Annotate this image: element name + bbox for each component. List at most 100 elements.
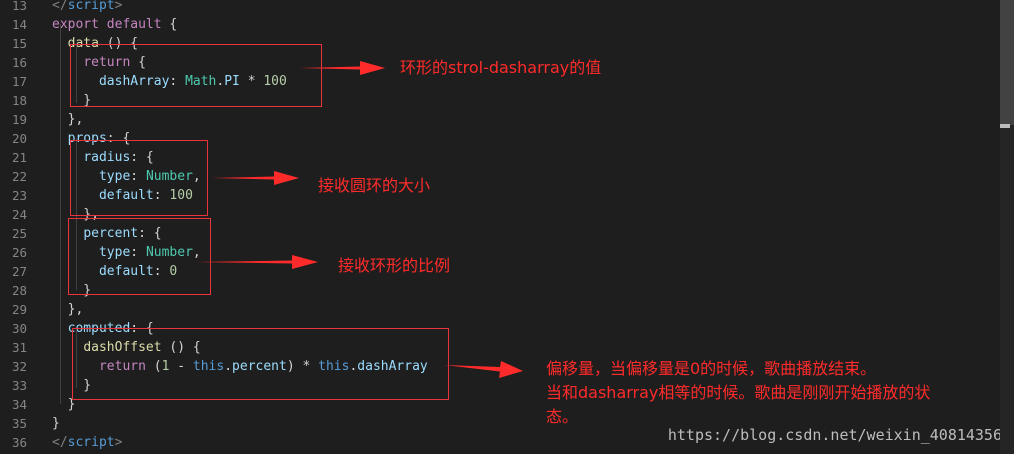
code-line[interactable]: 19 },	[0, 110, 1000, 129]
code-token: -	[169, 359, 193, 374]
code-token: (	[145, 359, 162, 374]
code-line[interactable]: 25 percent: {	[0, 224, 1000, 243]
line-number: 17	[11, 74, 27, 89]
indent-guide	[60, 24, 61, 404]
arrow-icon	[300, 61, 385, 75]
code-line[interactable]: 20 props: {	[0, 129, 1000, 148]
code-token: script	[67, 0, 115, 13]
code-token: >	[114, 0, 123, 13]
code-line[interactable]: 34 }	[0, 395, 1000, 414]
code-text: percent: {	[52, 224, 161, 243]
code-text: }	[52, 376, 91, 395]
code-text: default: 0	[52, 262, 177, 281]
code-token: Math	[185, 74, 217, 89]
code-token: }	[52, 416, 60, 431]
code-token: },	[52, 302, 84, 317]
code-text: type: Number,	[52, 243, 201, 262]
code-token: props	[67, 131, 107, 146]
code-token: {	[130, 55, 146, 70]
code-token: .	[224, 359, 233, 374]
code-token: {	[161, 17, 178, 32]
code-text: }	[52, 281, 91, 300]
code-token: type	[98, 169, 131, 184]
code-line[interactable]: 32 return (1 - this.percent) * this.dash…	[0, 357, 1000, 376]
line-number: 31	[11, 340, 27, 355]
code-token: default	[98, 264, 154, 279]
line-number: 16	[11, 55, 27, 70]
line-number: 22	[11, 169, 27, 184]
arrow-icon	[195, 255, 318, 269]
code-token: :	[153, 188, 170, 203]
code-token: .	[216, 74, 225, 89]
code-line[interactable]: 29 },	[0, 300, 1000, 319]
code-token: script	[67, 435, 115, 450]
code-token: data	[67, 36, 99, 51]
code-token: : {	[130, 150, 154, 165]
line-number: 20	[11, 131, 27, 146]
code-token	[99, 17, 107, 32]
code-line[interactable]: 15 data () {	[0, 34, 1000, 53]
line-number: 24	[11, 207, 27, 222]
annotation-dasharray: 环形的strol-dasharray的值	[400, 58, 602, 77]
line-number: 13	[11, 0, 27, 13]
code-line[interactable]: 13 </script>	[0, 0, 1000, 15]
line-number: 25	[11, 226, 27, 241]
line-number: 15	[11, 36, 27, 51]
code-token: return	[98, 359, 146, 374]
code-line[interactable]: 16 return {	[0, 53, 1000, 72]
code-token: dashArray	[98, 74, 170, 89]
code-text: },	[52, 300, 84, 319]
code-text: </script>	[52, 433, 122, 452]
code-token: ) *	[286, 359, 319, 374]
code-line[interactable]: 23 default: 100	[0, 186, 1000, 205]
code-token: 100	[169, 188, 193, 203]
code-token: dashArray	[357, 359, 428, 374]
code-token: return	[83, 55, 131, 70]
code-token: percent	[232, 359, 287, 374]
code-text: default: 100	[52, 186, 193, 205]
code-token: .	[349, 359, 358, 374]
code-line[interactable]: 28 }	[0, 281, 1000, 300]
code-token: export	[52, 17, 99, 32]
code-token: 100	[263, 74, 287, 89]
code-token: }	[52, 93, 92, 108]
line-number: 29	[11, 302, 27, 317]
code-token: }	[52, 378, 92, 393]
code-token: radius	[83, 150, 131, 165]
code-token: 0	[169, 264, 178, 279]
code-line[interactable]: 18 }	[0, 91, 1000, 110]
code-text: data () {	[52, 34, 138, 53]
code-token: :	[130, 245, 146, 260]
vertical-scrollbar[interactable]	[1000, 0, 1014, 454]
scrollbar-thumb[interactable]	[1000, 0, 1014, 125]
highlight-box-radius-prop	[70, 140, 208, 216]
code-line[interactable]: 36</script>	[0, 433, 1000, 452]
code-line[interactable]: 21 radius: {	[0, 148, 1000, 167]
code-token: : {	[106, 131, 131, 146]
code-token: this	[318, 359, 350, 374]
line-number: 19	[11, 112, 27, 127]
code-line[interactable]: 27 default: 0	[0, 262, 1000, 281]
line-number: 34	[11, 397, 27, 412]
code-line[interactable]: 17 dashArray: Math.PI * 100	[0, 72, 1000, 91]
code-token: dashOffset	[83, 340, 162, 355]
code-token: Number	[145, 245, 193, 260]
code-line[interactable]: 33 }	[0, 376, 1000, 395]
line-number: 23	[11, 188, 27, 203]
code-text: dashArray: Math.PI * 100	[52, 72, 287, 91]
code-line[interactable]: 26 type: Number,	[0, 243, 1000, 262]
code-token: ,	[192, 245, 201, 260]
code-token: },	[52, 112, 84, 127]
code-line[interactable]: 31 dashOffset () {	[0, 338, 1000, 357]
highlight-box-data-return	[70, 44, 322, 107]
code-token: :	[169, 74, 186, 89]
code-text: </script>	[52, 0, 122, 15]
code-line[interactable]: 22 type: Number,	[0, 167, 1000, 186]
code-token: :	[130, 169, 146, 184]
code-line[interactable]: 35}	[0, 414, 1000, 433]
arrow-icon	[212, 171, 299, 185]
code-text: }	[52, 414, 60, 433]
code-text: }	[52, 395, 76, 414]
